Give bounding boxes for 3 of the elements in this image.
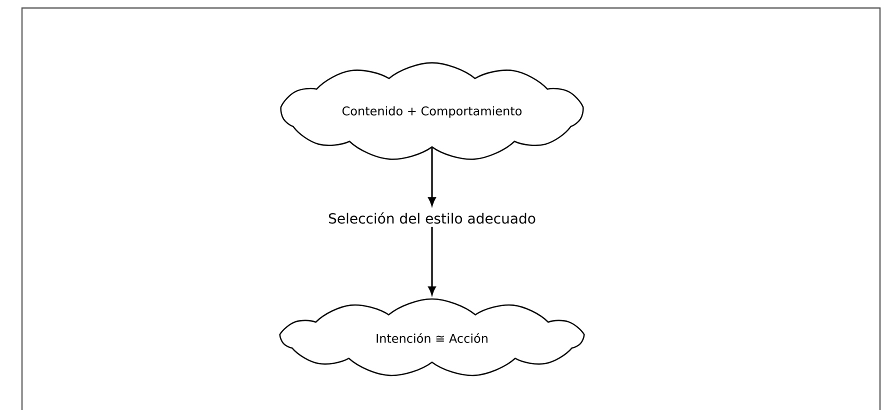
arrow xyxy=(428,226,436,296)
arrow xyxy=(428,148,436,206)
step-text: Selección del estilo adecuado xyxy=(328,212,536,224)
